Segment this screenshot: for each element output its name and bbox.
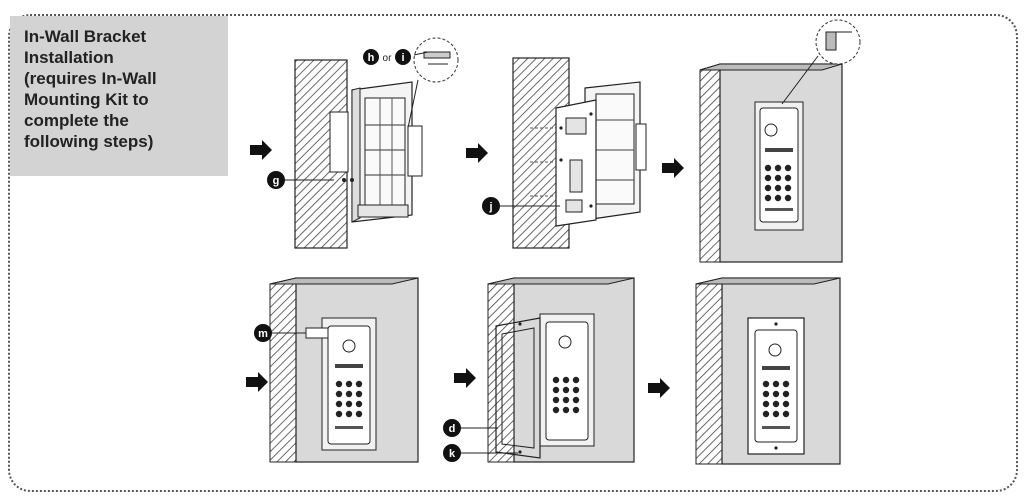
callout-j-label: j (488, 201, 492, 213)
arrow-icon (466, 143, 488, 163)
step-5-illustration (460, 277, 635, 463)
callout-i: i (395, 49, 411, 65)
arrow-icon (648, 378, 670, 398)
title-line-1: In-Wall Bracket (24, 27, 147, 46)
step-2-illustration (500, 57, 647, 249)
title-line-5: complete the (24, 111, 129, 130)
callout-d: d (443, 419, 461, 437)
callout-m: m (254, 324, 272, 342)
step-6-illustration (695, 277, 841, 465)
callout-h-label: h (368, 52, 375, 64)
instruction-panel-border (8, 14, 1018, 492)
step-4-illustration (269, 277, 419, 463)
arrow-icon (246, 372, 268, 392)
arrow-icon (662, 158, 684, 178)
callout-h: h (363, 49, 379, 65)
callout-m-label: m (258, 328, 268, 340)
title-line-2: Installation (24, 48, 114, 67)
callout-or-text: or (383, 53, 393, 64)
callout-d-label: d (449, 423, 456, 435)
step-1-illustration (285, 37, 459, 249)
callout-g-label: g (273, 175, 280, 187)
title-line-3: (requires In-Wall (24, 69, 157, 88)
callout-g: g (267, 171, 285, 189)
title-line-4: Mounting Kit to (24, 90, 149, 109)
title-line-6: following steps) (24, 132, 154, 151)
arrow-icon (250, 140, 272, 160)
callout-k-label: k (449, 448, 456, 460)
callout-j: j (482, 197, 500, 215)
step-3-illustration (699, 19, 861, 263)
arrow-icon (454, 368, 476, 388)
step-arrows (246, 140, 684, 398)
callout-i-label: i (401, 52, 404, 64)
callout-k: k (443, 444, 461, 462)
title-box: In-Wall Bracket Installation (requires I… (10, 16, 228, 176)
